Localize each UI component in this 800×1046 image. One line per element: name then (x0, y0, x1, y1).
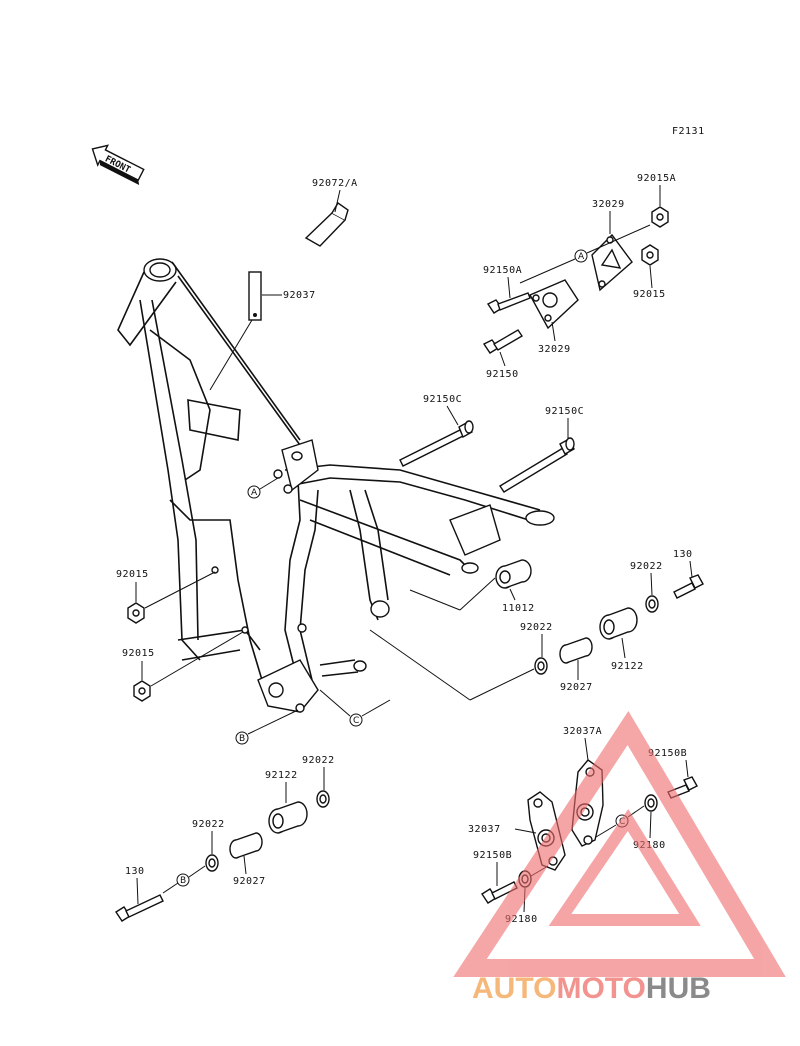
part-92150-bolt (482, 329, 523, 354)
part-92027-collar-left (229, 832, 263, 859)
ref-C-frame: C (353, 716, 359, 726)
watermark-moto: MOTO (556, 972, 645, 1005)
label-32037: 32037 (468, 824, 501, 835)
label-92015A: 92015A (637, 173, 676, 184)
label-92150A: 92150A (483, 265, 522, 276)
label-92150B-right: 92150B (648, 748, 687, 759)
label-92022-left-top: 92022 (302, 755, 335, 766)
label-130-right: 130 (673, 549, 693, 560)
label-92022-mid: 92022 (520, 622, 553, 633)
label-92150C-lower: 92150C (545, 406, 584, 417)
part-32029-plate-front (529, 279, 579, 330)
label-92122-right: 92122 (611, 661, 644, 672)
label-130-left: 130 (125, 866, 145, 877)
watermark-text: AUTOMOTOHUB (472, 972, 711, 1005)
part-92022-washer-left-top (316, 790, 330, 808)
label-92022-left-bottom: 92022 (192, 819, 225, 830)
label-92015-left-lower: 92015 (122, 648, 155, 659)
label-32037A: 32037A (563, 726, 602, 737)
part-92122-bushing-left (268, 801, 308, 834)
part-92022-washer-left-bottom (205, 854, 219, 872)
part-92150A-bolt (486, 292, 531, 314)
part-92015-nut-top (641, 244, 659, 266)
automotohub-watermark-logo (453, 711, 786, 977)
part-92037-band (248, 271, 262, 321)
label-32029-bottom: 32029 (538, 344, 571, 355)
part-92022-washer-mid (534, 657, 548, 675)
part-92180-washer-right (644, 794, 658, 812)
part-130-bolt-right (673, 574, 704, 599)
part-92027-collar-right (559, 637, 593, 664)
label-92150B-left: 92150B (473, 850, 512, 861)
label-92027-left: 92027 (233, 876, 266, 887)
label-11012: 11012 (502, 603, 535, 614)
part-92022-washer-right (645, 595, 659, 613)
label-92015-left-upper: 92015 (116, 569, 149, 580)
part-11012-collar (495, 559, 532, 589)
label-92072A: 92072/A (312, 178, 358, 189)
figure-code: F2131 (672, 126, 705, 137)
label-32029-top: 32029 (592, 199, 625, 210)
ref-A-left: A (251, 488, 258, 498)
label-92037: 92037 (283, 290, 316, 301)
ref-A-top: A (578, 252, 585, 262)
part-92150C-bolt-upper (399, 420, 474, 467)
motorcycle-frame (117, 258, 555, 713)
part-92072A-clip (304, 201, 349, 247)
ref-B-bottom: B (180, 876, 186, 886)
front-arrow-icon: FRONT (91, 144, 145, 186)
ref-B-frame: B (239, 734, 245, 744)
watermark-hub: HUB (646, 972, 711, 1005)
label-92027-right: 92027 (560, 682, 593, 693)
label-92015-top: 92015 (633, 289, 666, 300)
part-130-bolt-left (115, 894, 164, 922)
part-92015A-nut (651, 206, 669, 228)
part-92122-bushing-right (599, 607, 638, 640)
label-92022-right: 92022 (630, 561, 663, 572)
label-92122-left: 92122 (265, 770, 298, 781)
label-92150: 92150 (486, 369, 519, 380)
label-92150C-upper: 92150C (423, 394, 462, 405)
part-92150C-bolt-lower (499, 437, 575, 493)
part-92015-nut-left-upper (127, 602, 145, 624)
label-92180-left: 92180 (505, 914, 538, 925)
part-32029-plate-rear (591, 233, 633, 292)
part-92015-nut-left-lower (133, 680, 151, 702)
watermark-auto: AUTO (472, 972, 556, 1005)
